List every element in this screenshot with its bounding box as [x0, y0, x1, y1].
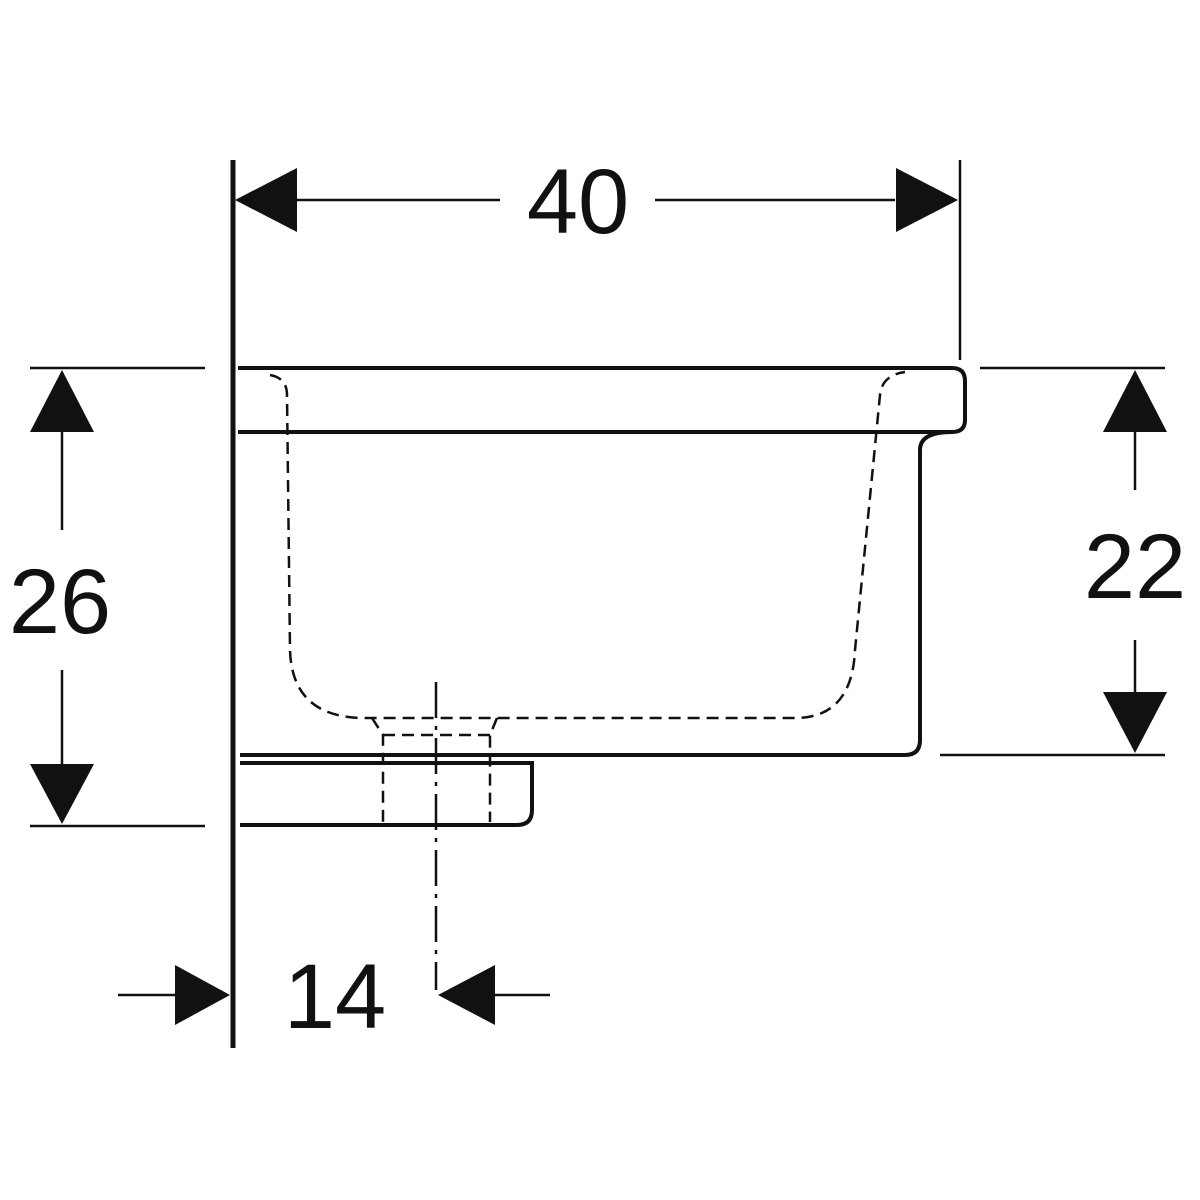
arrow-left-icon [438, 965, 495, 1025]
drain-offset-dimension-label: 14 [284, 946, 386, 1048]
width-dimension-label: 40 [527, 151, 629, 253]
basin-body [240, 430, 953, 757]
inner-bowl-dashed [269, 370, 906, 720]
basin-outline [230, 160, 967, 1048]
arrow-left-icon [235, 168, 297, 232]
arrow-down-icon [1103, 692, 1167, 753]
drain-dashed [370, 717, 499, 822]
arrowheads [30, 168, 1167, 1025]
arrow-right-icon [896, 168, 958, 232]
arrow-up-icon [1103, 370, 1167, 432]
arrow-down-icon [30, 764, 94, 824]
arrow-up-icon [30, 370, 94, 432]
basin-base-step [240, 761, 534, 827]
dimension-lines [30, 160, 1165, 997]
hidden-lines [269, 370, 906, 990]
basin-height-dimension-label: 22 [1084, 516, 1186, 618]
total-height-dimension-label: 26 [9, 551, 111, 653]
arrow-right-icon [175, 965, 230, 1025]
basin-rim [238, 366, 967, 434]
